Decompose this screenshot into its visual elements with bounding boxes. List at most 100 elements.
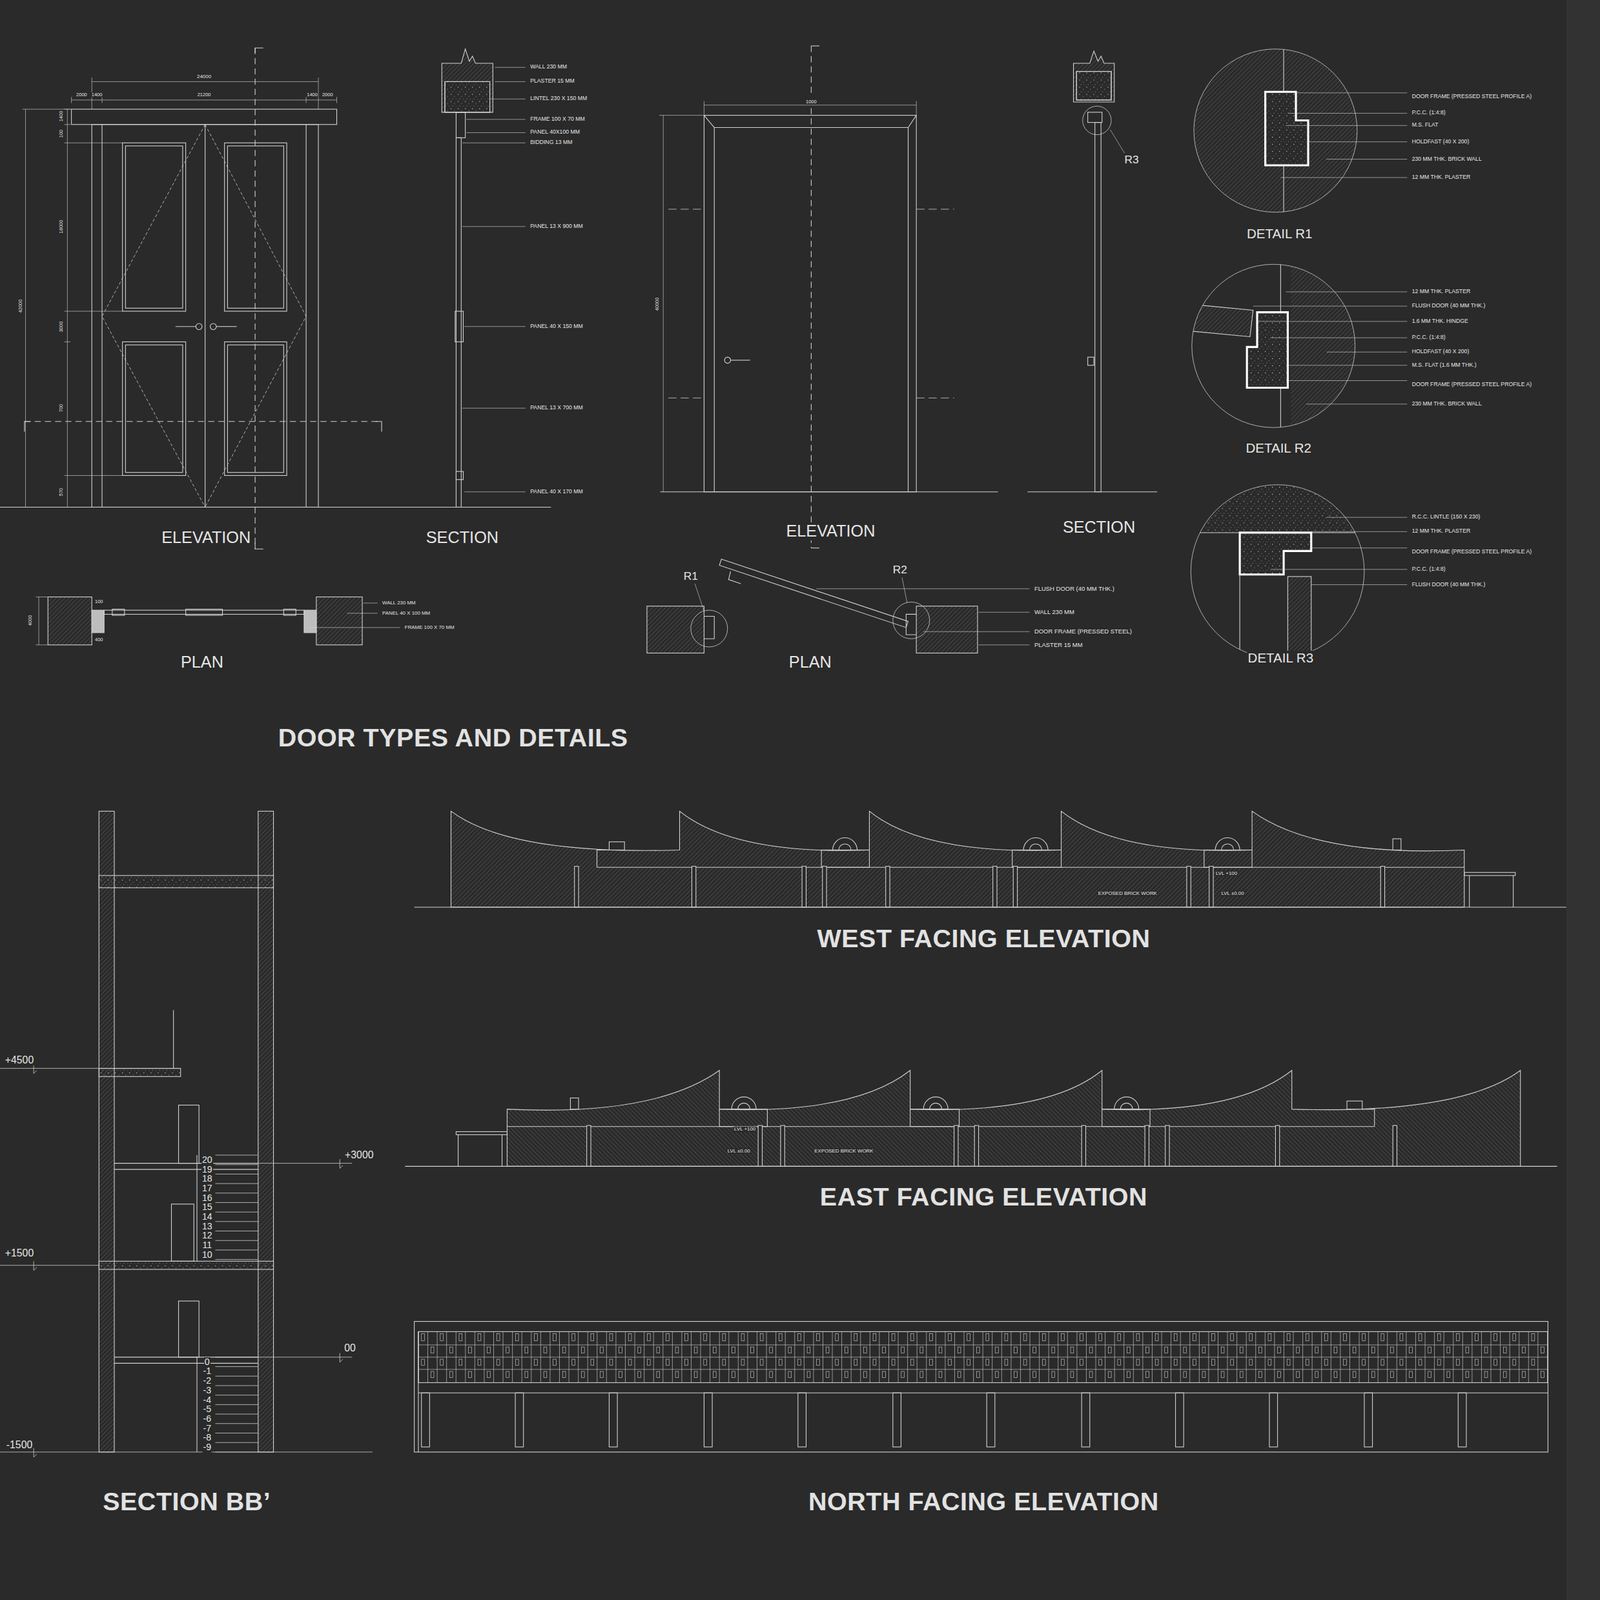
north-elevation	[1004, 1359, 1008, 1365]
north-elevation	[1098, 1333, 1103, 1342]
dimension-line	[916, 100, 917, 115]
building-elevation	[885, 866, 890, 908]
step-number: -5	[202, 1404, 212, 1415]
stair-section	[215, 1164, 258, 1165]
dimension: 700	[58, 403, 64, 414]
dimension-line	[102, 96, 103, 103]
stair-section	[215, 1211, 258, 1213]
door-plan	[112, 608, 125, 615]
north-elevation	[656, 1346, 660, 1353]
stair-section	[215, 1202, 258, 1203]
north-elevation	[1362, 1359, 1366, 1365]
door-section	[1076, 71, 1112, 101]
north-elevation	[910, 1359, 914, 1365]
leader-line	[978, 644, 1030, 646]
callout-text: WALL 230 MM	[529, 64, 568, 72]
callout-text: R.C.C. LINTLE (150 X 230)	[1411, 513, 1482, 521]
north-elevation	[609, 1359, 613, 1365]
north-elevation	[468, 1371, 472, 1378]
north-elevation	[1418, 1359, 1422, 1365]
dimension-line	[71, 99, 338, 101]
callout-text: 230 MM THK. BRICK WALL	[1411, 400, 1483, 408]
stair-section	[215, 1220, 258, 1222]
flush-door-elevation	[916, 208, 954, 210]
north-elevation	[938, 1346, 943, 1353]
building-elevation	[451, 810, 1465, 908]
north-elevation	[892, 1392, 902, 1447]
step-number: 17	[201, 1183, 214, 1194]
north-elevation	[459, 1359, 463, 1365]
north-elevation	[418, 1344, 1548, 1345]
north-elevation	[798, 1392, 807, 1447]
stair-section	[114, 1169, 259, 1170]
leader-line	[1287, 364, 1407, 366]
door-plan	[646, 559, 978, 653]
dimension: 21200	[196, 92, 212, 98]
door-section	[444, 81, 491, 112]
north-elevation	[414, 1321, 1549, 1453]
step-number: 0	[204, 1357, 211, 1368]
door-section	[441, 49, 493, 113]
building-elevation	[414, 906, 1567, 908]
building-elevation	[1012, 849, 1062, 868]
building-elevation	[1392, 838, 1402, 850]
dimension: 40000	[654, 297, 660, 312]
sheet-heading: NORTH FACING ELEVATION	[807, 1488, 1160, 1517]
callout-text: FLUSH DOOR (40 MM THK.)	[1411, 302, 1487, 310]
north-elevation	[1051, 1371, 1056, 1378]
leader-line	[494, 67, 525, 68]
north-elevation	[1371, 1371, 1375, 1378]
door-plan	[728, 571, 741, 584]
callout-text: PANEL 40 X 150 MM	[529, 323, 584, 330]
level-line	[339, 1158, 343, 1169]
north-elevation	[1428, 1346, 1432, 1353]
leader-line	[1280, 176, 1407, 178]
door-plan	[316, 597, 363, 646]
building-elevation	[404, 1070, 1557, 1167]
north-elevation	[1352, 1371, 1356, 1378]
double-door-elevation	[122, 142, 186, 312]
callout-text: WALL 230 MM	[381, 600, 417, 607]
section-cut-line	[24, 420, 382, 422]
callout-text: 12 MM THK. PLASTER	[1411, 528, 1472, 536]
north-elevation	[496, 1333, 500, 1342]
north-elevation	[854, 1333, 858, 1342]
north-elevation	[957, 1346, 961, 1353]
leader-line	[1295, 92, 1407, 93]
stair-section	[98, 810, 115, 1452]
north-elevation	[440, 1333, 444, 1342]
leader-line	[462, 408, 526, 409]
step-number: -3	[202, 1385, 212, 1396]
dimension-line	[35, 644, 48, 646]
building-elevation	[574, 866, 579, 908]
detail-r3	[1239, 574, 1241, 664]
north-elevation	[759, 1333, 764, 1342]
leader-line	[1285, 291, 1407, 292]
dimension: 2000	[321, 92, 334, 98]
north-elevation	[769, 1371, 773, 1378]
step-number: 15	[201, 1202, 214, 1214]
leader-line	[1270, 568, 1408, 570]
double-door-elevation	[102, 124, 206, 508]
detail-title: DETAIL R2	[1244, 440, 1313, 456]
callout-text: 1.6 MM THK. HINDGE	[1411, 318, 1469, 325]
north-elevation	[1521, 1371, 1526, 1378]
stair-section	[258, 810, 274, 1452]
leader-line	[1311, 531, 1408, 533]
double-door-elevation	[125, 344, 183, 473]
north-elevation	[694, 1346, 698, 1353]
north-elevation	[524, 1371, 529, 1378]
flush-door-elevation	[703, 115, 917, 493]
north-elevation	[421, 1359, 425, 1365]
door-section	[1073, 51, 1115, 103]
dimension-line	[35, 596, 48, 598]
door-plan	[103, 610, 305, 615]
north-elevation	[600, 1371, 604, 1378]
step-number: 20	[201, 1155, 214, 1166]
level-mark: LVL +100	[733, 1126, 757, 1133]
detail-r1	[1193, 49, 1358, 213]
leader-line	[1285, 125, 1407, 126]
north-elevation	[1343, 1333, 1347, 1342]
leader-line	[923, 631, 1030, 633]
north-elevation	[609, 1333, 613, 1342]
